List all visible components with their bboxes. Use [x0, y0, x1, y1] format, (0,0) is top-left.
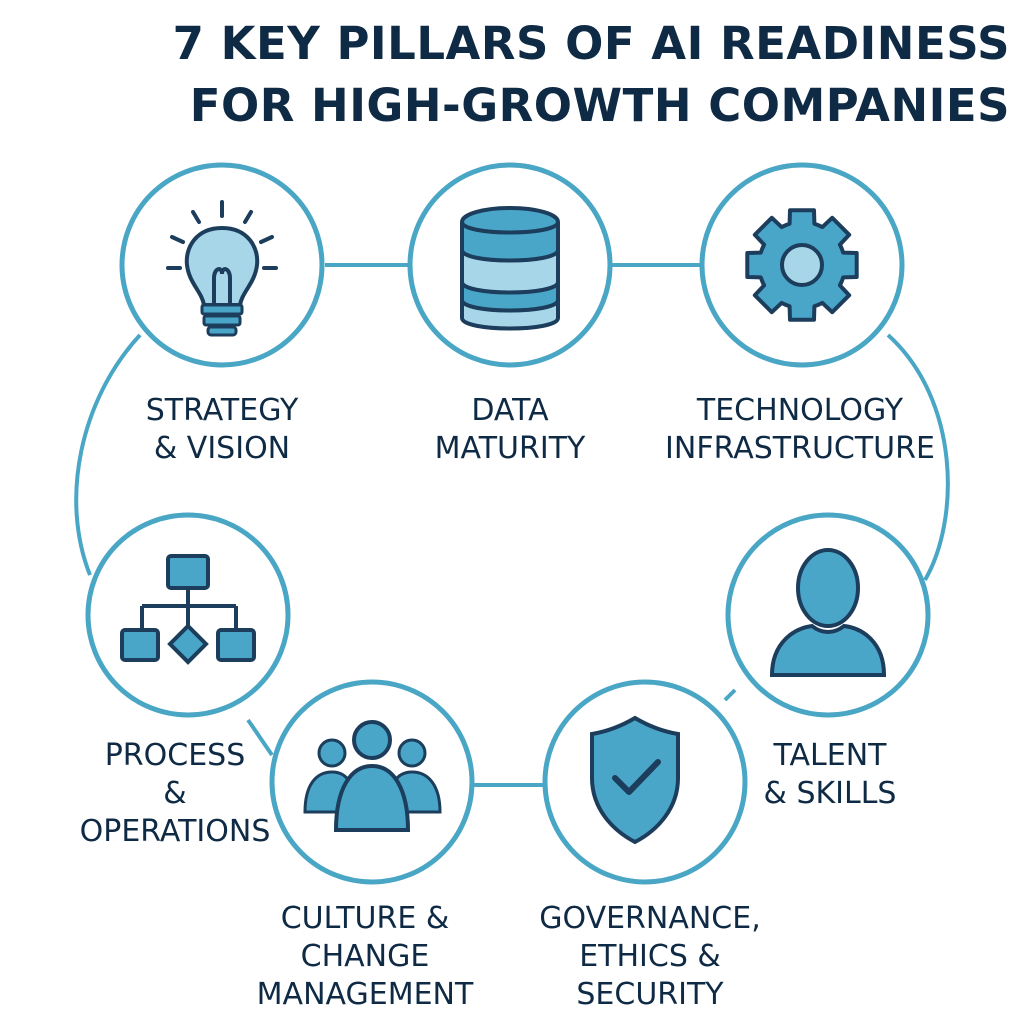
label-line: & VISION: [153, 431, 291, 466]
label-line: TALENT: [773, 738, 887, 773]
label-line: OPERATIONS: [79, 814, 271, 849]
title-line-2: FOR HIGH-GROWTH COMPANIES: [189, 79, 1010, 132]
flowchart-icon: [120, 554, 256, 665]
label-line: TECHNOLOGY: [696, 393, 904, 428]
label-line: &: [163, 776, 187, 811]
label-line: PROCESS: [104, 738, 246, 773]
connector-technology-talent: [886, 333, 950, 582]
label-data: DATA MATURITY: [410, 392, 610, 468]
connector-process-strategy: [74, 333, 142, 576]
people-group-icon: [303, 720, 442, 832]
label-line: CULTURE &: [280, 901, 450, 936]
label-technology: TECHNOLOGY INFRASTRUCTURE: [640, 392, 960, 468]
label-line: STRATEGY: [145, 393, 299, 428]
label-line: MANAGEMENT: [256, 977, 474, 1012]
label-line: DATA: [471, 393, 549, 428]
label-strategy: STRATEGY & VISION: [122, 392, 322, 468]
label-line: GOVERNANCE,: [539, 901, 761, 936]
label-line: ETHICS &: [579, 939, 721, 974]
gear-hub: [780, 243, 824, 287]
shield-check-icon: [590, 715, 680, 845]
database-icon: [460, 206, 560, 331]
label-culture: CULTURE & CHANGE MANAGEMENT: [220, 900, 510, 1014]
label-process: PROCESS & OPERATIONS: [60, 737, 290, 851]
label-line: MATURITY: [434, 431, 586, 466]
label-talent: TALENT & SKILLS: [740, 737, 920, 813]
label-line: SECURITY: [576, 977, 724, 1012]
connector-talent-governance: [723, 688, 737, 702]
label-line: INFRASTRUCTURE: [665, 431, 935, 466]
person-icon: [769, 548, 887, 677]
connector-culture-process: [246, 718, 274, 757]
label-line: & SKILLS: [763, 776, 897, 811]
lightbulb-icon: [166, 200, 278, 337]
label-line: CHANGE: [300, 939, 430, 974]
label-governance: GOVERNANCE, ETHICS & SECURITY: [510, 900, 790, 1014]
title-line-1: 7 KEY PILLARS OF AI READINESS: [172, 17, 1010, 70]
gear-icon: [745, 208, 859, 322]
